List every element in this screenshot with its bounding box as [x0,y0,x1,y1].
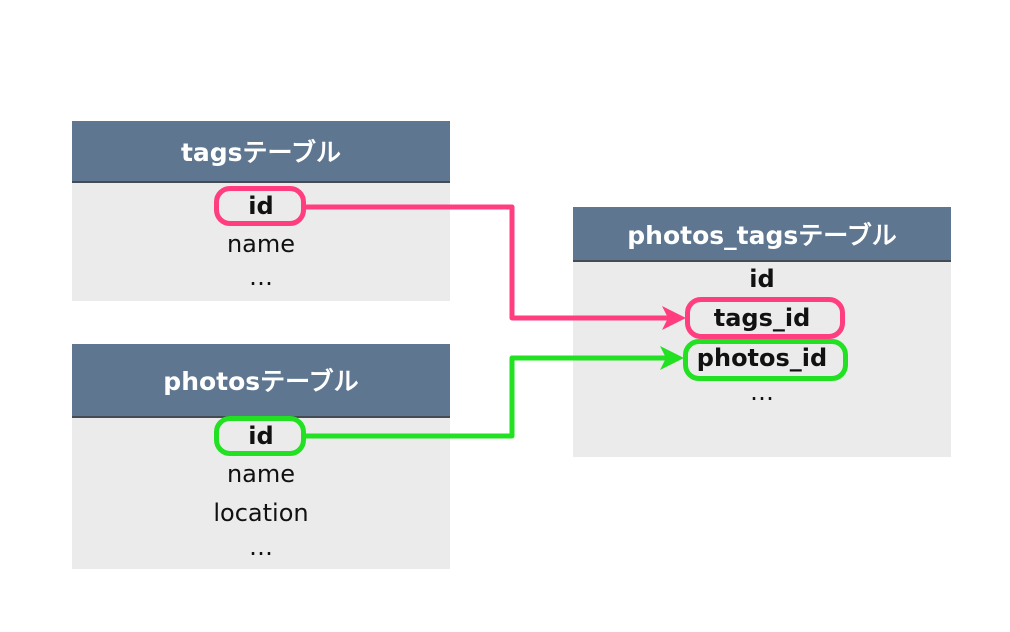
photos-tags-table-title: photos_tagsテーブル [573,207,951,262]
tags-id-highlight [214,186,306,226]
photos-field-name: name [226,460,296,488]
photos-table: photosテーブル id name location … [72,344,450,569]
photos-tags-field-ellipsis: … [750,378,774,406]
photos-tags-field-id: id [749,265,775,293]
tags-field-ellipsis: … [249,263,273,291]
photos-field-location: location [213,499,309,527]
photos-id-highlight [214,416,306,456]
tags-table-title: tagsテーブル [72,121,450,183]
photos-field-id: id [248,422,274,450]
photos-field-ellipsis: … [249,533,273,561]
photos-table-title: photosテーブル [72,344,450,418]
tags-id-fk-highlight [685,297,845,339]
photos-id-fk-highlight [683,339,848,381]
tags-field-name: name [226,230,296,258]
tags-field-id: id [248,192,274,220]
photos-tags-field-tags-id: tags_id [713,304,811,332]
photos-tags-field-photos-id: photos_id [696,344,828,372]
